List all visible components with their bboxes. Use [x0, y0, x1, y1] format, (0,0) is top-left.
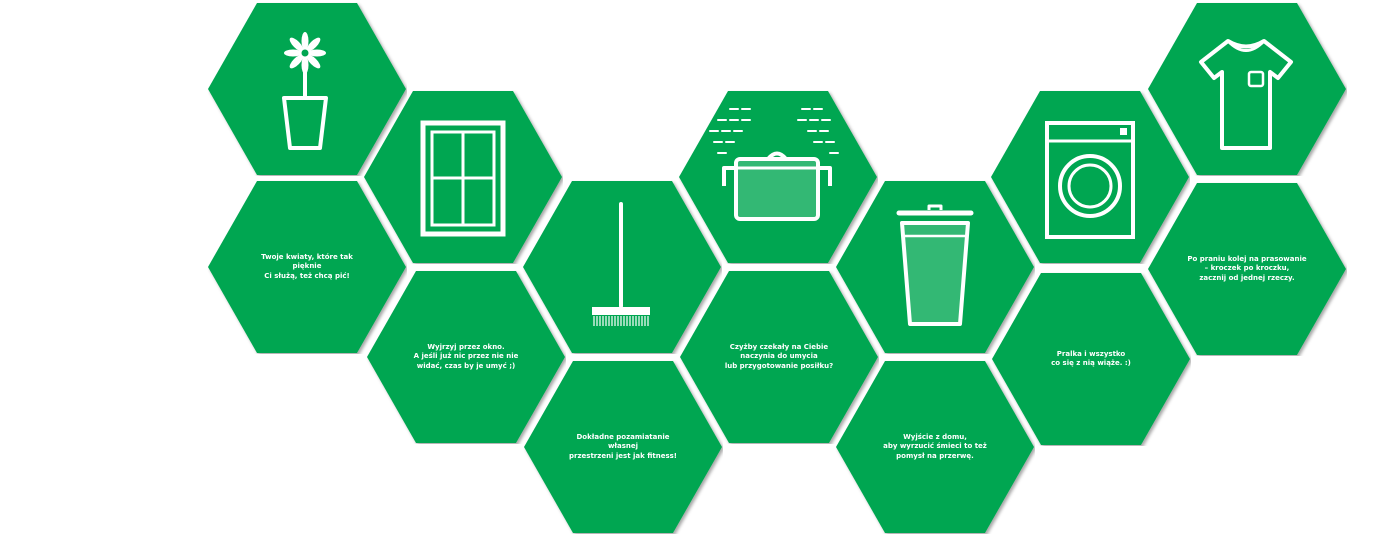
pot-tip-tile: Czyżby czekały na Ciebie naczynia do umy… — [679, 270, 879, 444]
washer-tip-tile: Pralka i wszystko co się z nią wiąże. :) — [991, 272, 1191, 446]
shirt-tip-tile: Po praniu kolej na prasowanie – kroczek … — [1147, 182, 1347, 356]
trash-tip-tile: Wyjście z domu, aby wyrzucić śmieci to t… — [835, 360, 1035, 534]
window-tip-tile: Wyjrzyj przez okno. A jeśli już nic prze… — [366, 270, 566, 444]
washer-tip-text: Pralka i wszystko co się z nią wiąże. :) — [1051, 349, 1131, 367]
broom-tip-text: Dokładne pozamiatanie własnej przestrzen… — [569, 432, 677, 460]
broom-icon-tile — [522, 180, 722, 354]
trash-bin-icon — [896, 204, 974, 326]
window-icon-tile — [363, 90, 563, 264]
cooking-pot-icon — [709, 108, 839, 221]
window-icon — [420, 120, 506, 237]
shirt-icon-tile — [1147, 2, 1347, 176]
flower-icon-tile — [207, 2, 407, 176]
t-shirt-icon — [1199, 39, 1293, 150]
broom-tip-tile: Dokładne pozamiatanie własnej przestrzen… — [523, 360, 723, 534]
trash-icon-tile — [835, 180, 1035, 354]
trash-tip-text: Wyjście z domu, aby wyrzucić śmieci to t… — [883, 432, 987, 460]
flowers-tip-tile: Twoje kwiaty, które tak pięknie Ci służą… — [207, 180, 407, 354]
flower-pot-icon — [282, 32, 328, 150]
window-tip-text: Wyjrzyj przez okno. A jeśli już nic prze… — [413, 342, 519, 370]
washing-machine-icon — [1045, 121, 1135, 239]
shirt-tip-text: Po praniu kolej na prasowanie – kroczek … — [1187, 254, 1307, 282]
pot-icon-tile — [678, 90, 878, 264]
pot-tip-text: Czyżby czekały na Ciebie naczynia do umy… — [724, 342, 834, 370]
washer-icon-tile — [990, 90, 1190, 264]
broom-icon — [592, 202, 650, 326]
flowers-tip-text: Twoje kwiaty, które tak pięknie Ci służą… — [261, 252, 353, 280]
